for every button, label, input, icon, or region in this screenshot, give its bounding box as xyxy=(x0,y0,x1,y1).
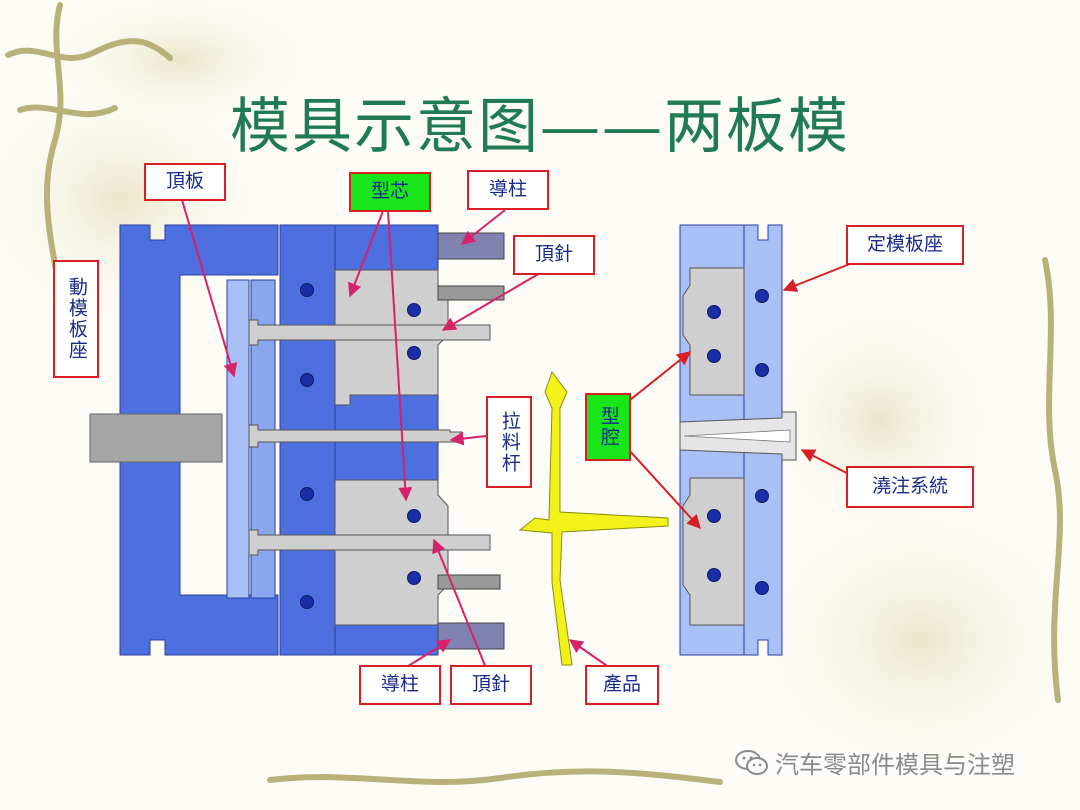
cooling-holes-fixed xyxy=(707,289,769,595)
label-guide-pillar-bottom: 導柱 xyxy=(359,665,441,705)
label-ejector-pin-top: 頂針 xyxy=(513,235,595,275)
moving-clamp-plate xyxy=(119,224,279,656)
watermark: 汽车零部件模具与注塑 xyxy=(735,745,1015,780)
wechat-icon xyxy=(735,749,768,775)
label-sprue-system: 澆注系統 xyxy=(846,466,974,508)
cavity-insert-lower xyxy=(682,477,745,626)
label-top-plate: 頂板 xyxy=(144,163,226,201)
watermark-text: 汽车零部件模具与注塑 xyxy=(775,751,1015,779)
ejector-plate xyxy=(226,279,250,599)
return-pin-upper xyxy=(437,285,505,301)
ejector-rod xyxy=(89,413,223,463)
label-guide-pillar-top: 導柱 xyxy=(467,170,549,210)
label-ejector-pin-bottom: 頂針 xyxy=(450,665,532,705)
ejector-pins xyxy=(248,319,491,556)
leader-arrows xyxy=(181,199,869,669)
label-fixed-clamp-plate: 定模板座 xyxy=(846,225,964,265)
cooling-holes-moving xyxy=(300,283,421,609)
return-pin-lower xyxy=(437,574,501,590)
label-moving-clamp-plate: 動模板座 xyxy=(53,260,99,378)
guide-pillar-lower xyxy=(437,622,505,650)
page-title: 模具示意图——两板模 xyxy=(230,92,850,162)
cavity-insert-upper xyxy=(682,267,745,396)
core-insert-lower xyxy=(334,479,449,626)
product-part xyxy=(518,370,669,666)
label-cavity: 型腔 xyxy=(585,393,631,461)
label-product: 產品 xyxy=(585,665,659,705)
label-core: 型芯 xyxy=(349,172,431,212)
label-puller-pin: 拉料杆 xyxy=(486,396,532,488)
